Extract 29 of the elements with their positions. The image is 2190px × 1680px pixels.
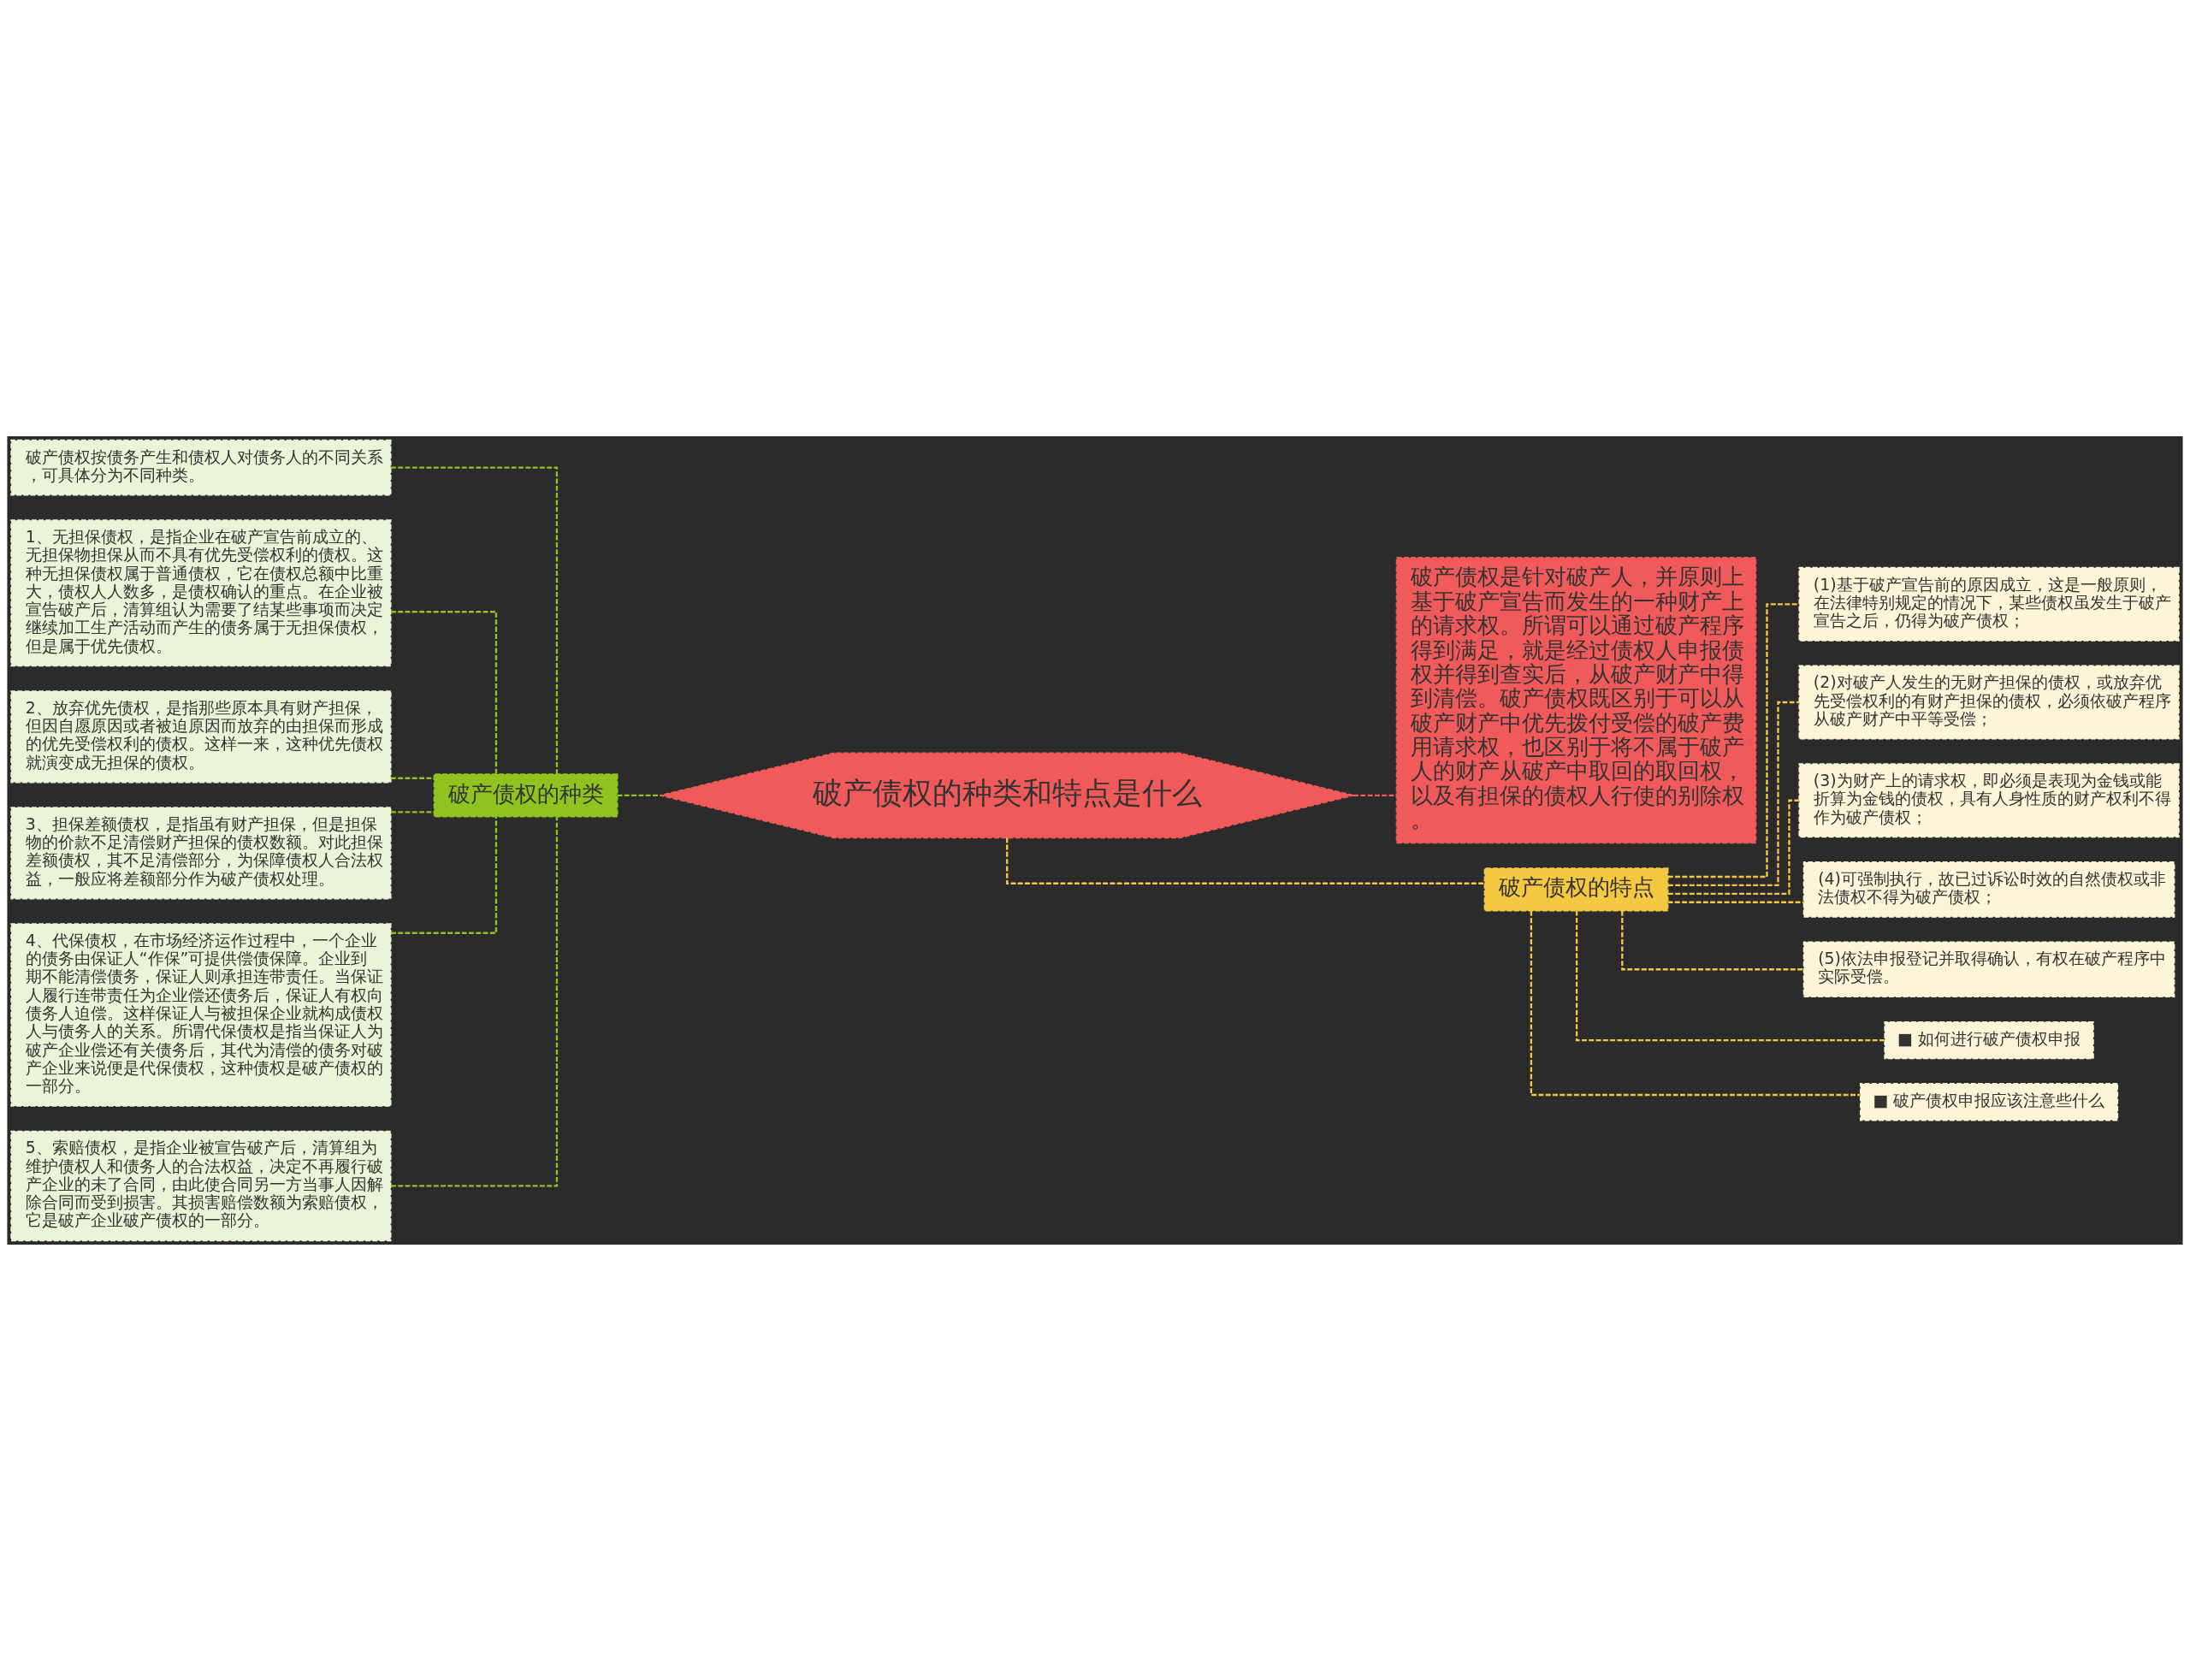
node-box: ■ 如何进行破产债权申报 (1884, 1020, 2094, 1059)
node-box: 破产债权是针对破产人，并原则上基于破产宣告而发生的一种财产上的请求权。所谓可以通过破产程序得到满足，就是经过债权人申报债权并得到查实后，从破产财产中得到清偿。破产债权既区别于可以从破产财产中优先拨付受偿的破产费用请求权，也区别于将不属于破产人的财产从破产中取回的取回权，以及有担保的债权人行使的别除权。 (1395, 556, 1757, 843)
connector (1667, 602, 1800, 878)
connector (390, 816, 498, 934)
node-box: 破产债权的特点 (1483, 867, 1669, 912)
node-box: (3)为财产上的请求权，即必须是表现为金钱或能折算为金钱的债权，具有人身性质的财产权利不得作为破产债权； (1798, 762, 2180, 837)
connector (1667, 701, 1800, 886)
node-box: (5)依法申报登记并取得确认，有权在破产程序中实际受偿。 (1802, 940, 2175, 997)
node-box: 3、担保差额债权，是指虽有财产担保，但是担保物的价款不足清偿财产担保的债权数额。对此担保差额债权，其不足清偿部分，为保障债权人合法权益，一般应将差额部分作为破产债权处理。 (10, 806, 392, 899)
connector (1667, 799, 1800, 895)
connector (1530, 910, 1861, 1096)
node-box: (1)基于破产宣告前的原因成立，这是一般原则，在法律特别规定的情况下，某些债权虽发生于破产宣告之后，仍得为破产债权； (1798, 566, 2180, 642)
connector (1006, 837, 1485, 884)
connector (390, 610, 498, 774)
connector (1621, 910, 1804, 970)
connector (390, 816, 559, 1187)
node-box: ■ 破产债权申报应该注意些什么 (1859, 1082, 2119, 1121)
node-box: 2、放弃优先债权，是指那些原本具有财产担保，但因自愿原因或者被迫原因而放弃的由担保而形成的优先受偿权利的债权。这样一来，这种优先债权就演变成无担保的债权。 (10, 689, 392, 783)
connector (390, 465, 559, 774)
connector (617, 794, 661, 796)
node-box: (4)可强制执行，故已过诉讼时效的自然债权或非法债权不得为破产债权； (1802, 861, 2175, 918)
connector (1667, 901, 1804, 903)
node-box: 5、索赔债权，是指企业被宣告破产后，清算组为维护债权人和债务人的合法权益，决定不再履行破产企业的未了合同，由此使合同另一方当事人因解除合同而受到损害。其损害赔偿数额为索赔债权，它是破产企业破产债权的一部分。 (10, 1130, 392, 1241)
node-box: 4、代保债权，在市场经济运作过程中，一个企业的债务由保证人“作保”可提供偿债保障。企业到期不能清偿债务，保证人则承担连带责任。当保证人履行连带责任为企业偿还债务后，保证人有权向债务人迫偿。这样保证人与被担保企业就构成债权人与债务人的关系。所谓代保债权是指当保证人为破产企业偿还有关债务后，其代为清偿的债务对破产企业来说便是代保债权，这种债权是破产债权的一部分。 (10, 922, 392, 1107)
node-box: (2)对破产人发生的无财产担保的债权，或放弃优先受偿权利的有财产担保的债权，必须依破产程序从破产财产中平等受偿； (1798, 665, 2180, 740)
connector (1575, 910, 1885, 1041)
node-box: 破产债权的种类 (433, 772, 619, 818)
node-box: 破产债权按债务产生和债权人对债务人的不同关系，可具体分为不同种类。 (10, 439, 392, 495)
node-box: 1、无担保债权，是指企业在破产宣告前成立的、无担保物担保从而不具有优先受偿权利的债权。这种无担保债权属于普通债权，它在债权总额中比重大，债权人人数多，是债权确认的重点。在企业被宣告破产后，清算组认为需要了结某些事项而决定继续加工生产活动而产生的债务属于无担保债权，但是属于优先债权。 (10, 518, 392, 666)
